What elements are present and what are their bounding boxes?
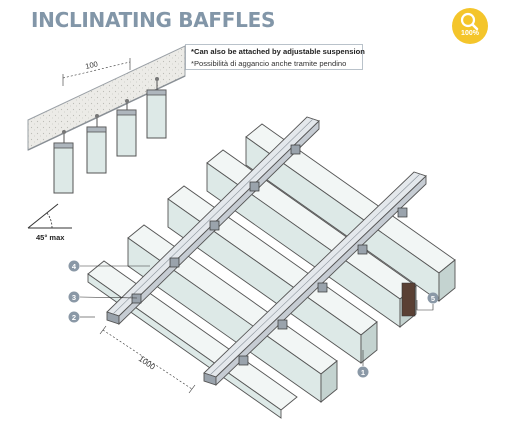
connection-clip xyxy=(238,355,249,366)
spacing-dimension xyxy=(62,58,131,86)
callout-2: 2 xyxy=(68,311,80,323)
angle-indicator xyxy=(27,203,72,229)
callout-5-label: 5 xyxy=(431,294,435,303)
inclined-baffle xyxy=(53,130,74,194)
callout-1: 1 xyxy=(357,366,369,378)
inclined-ceiling-detail: 100 xyxy=(27,45,186,194)
note-box: *Can also be attached by adjustable susp… xyxy=(185,44,365,70)
connection-clip xyxy=(397,207,408,218)
carrier-rail-2 xyxy=(203,171,427,387)
note-line-1: *Can also be attached by adjustable susp… xyxy=(191,47,365,56)
callout-5-leader xyxy=(416,300,434,311)
inclined-baffle xyxy=(116,99,137,157)
connection-clip xyxy=(317,282,328,293)
connection-clip xyxy=(249,181,260,192)
callout-3: 3 xyxy=(68,291,80,303)
inclined-baffle xyxy=(86,114,107,174)
length-dimension-label: 1000 xyxy=(137,354,157,372)
connection-clip xyxy=(277,319,288,330)
callout-3-leader xyxy=(79,296,138,299)
spacing-dimension-label: 100 xyxy=(84,59,98,71)
note-line-2: *Possibilità di aggancio anche tramite p… xyxy=(191,59,347,68)
connection-clip xyxy=(131,293,142,304)
connection-clip xyxy=(169,257,180,268)
callout-3-label: 3 xyxy=(72,293,76,302)
inclined-baffle xyxy=(146,77,167,139)
callout-2-label: 2 xyxy=(72,313,76,322)
callout-4-label: 4 xyxy=(72,262,77,271)
callout-5: 5 xyxy=(427,292,439,304)
zoom-badge: 100% xyxy=(452,8,488,44)
zoom-percent: 100% xyxy=(461,30,479,37)
angle-label: 45° max xyxy=(36,233,65,242)
end-cap xyxy=(401,282,416,317)
connection-clip xyxy=(209,220,220,231)
connection-clip xyxy=(357,244,368,255)
length-dimension xyxy=(99,325,196,394)
page-title: INCLINATING BAFFLES xyxy=(31,8,276,32)
callout-4: 4 xyxy=(68,260,80,272)
connection-clip xyxy=(290,144,301,155)
magnifier-icon xyxy=(460,12,479,31)
callout-1-label: 1 xyxy=(361,368,365,377)
